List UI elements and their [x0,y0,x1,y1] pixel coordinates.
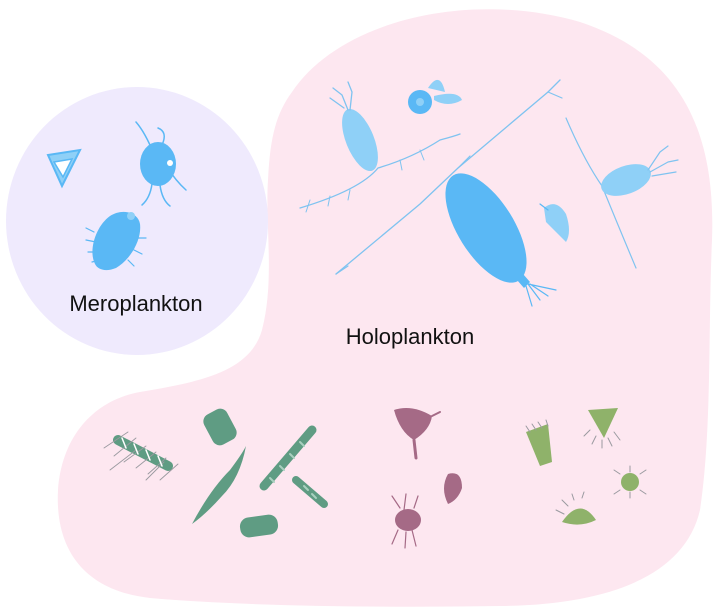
meroplankton-label: Meroplankton [69,291,202,316]
holoplankton-label: Holoplankton [346,324,474,349]
